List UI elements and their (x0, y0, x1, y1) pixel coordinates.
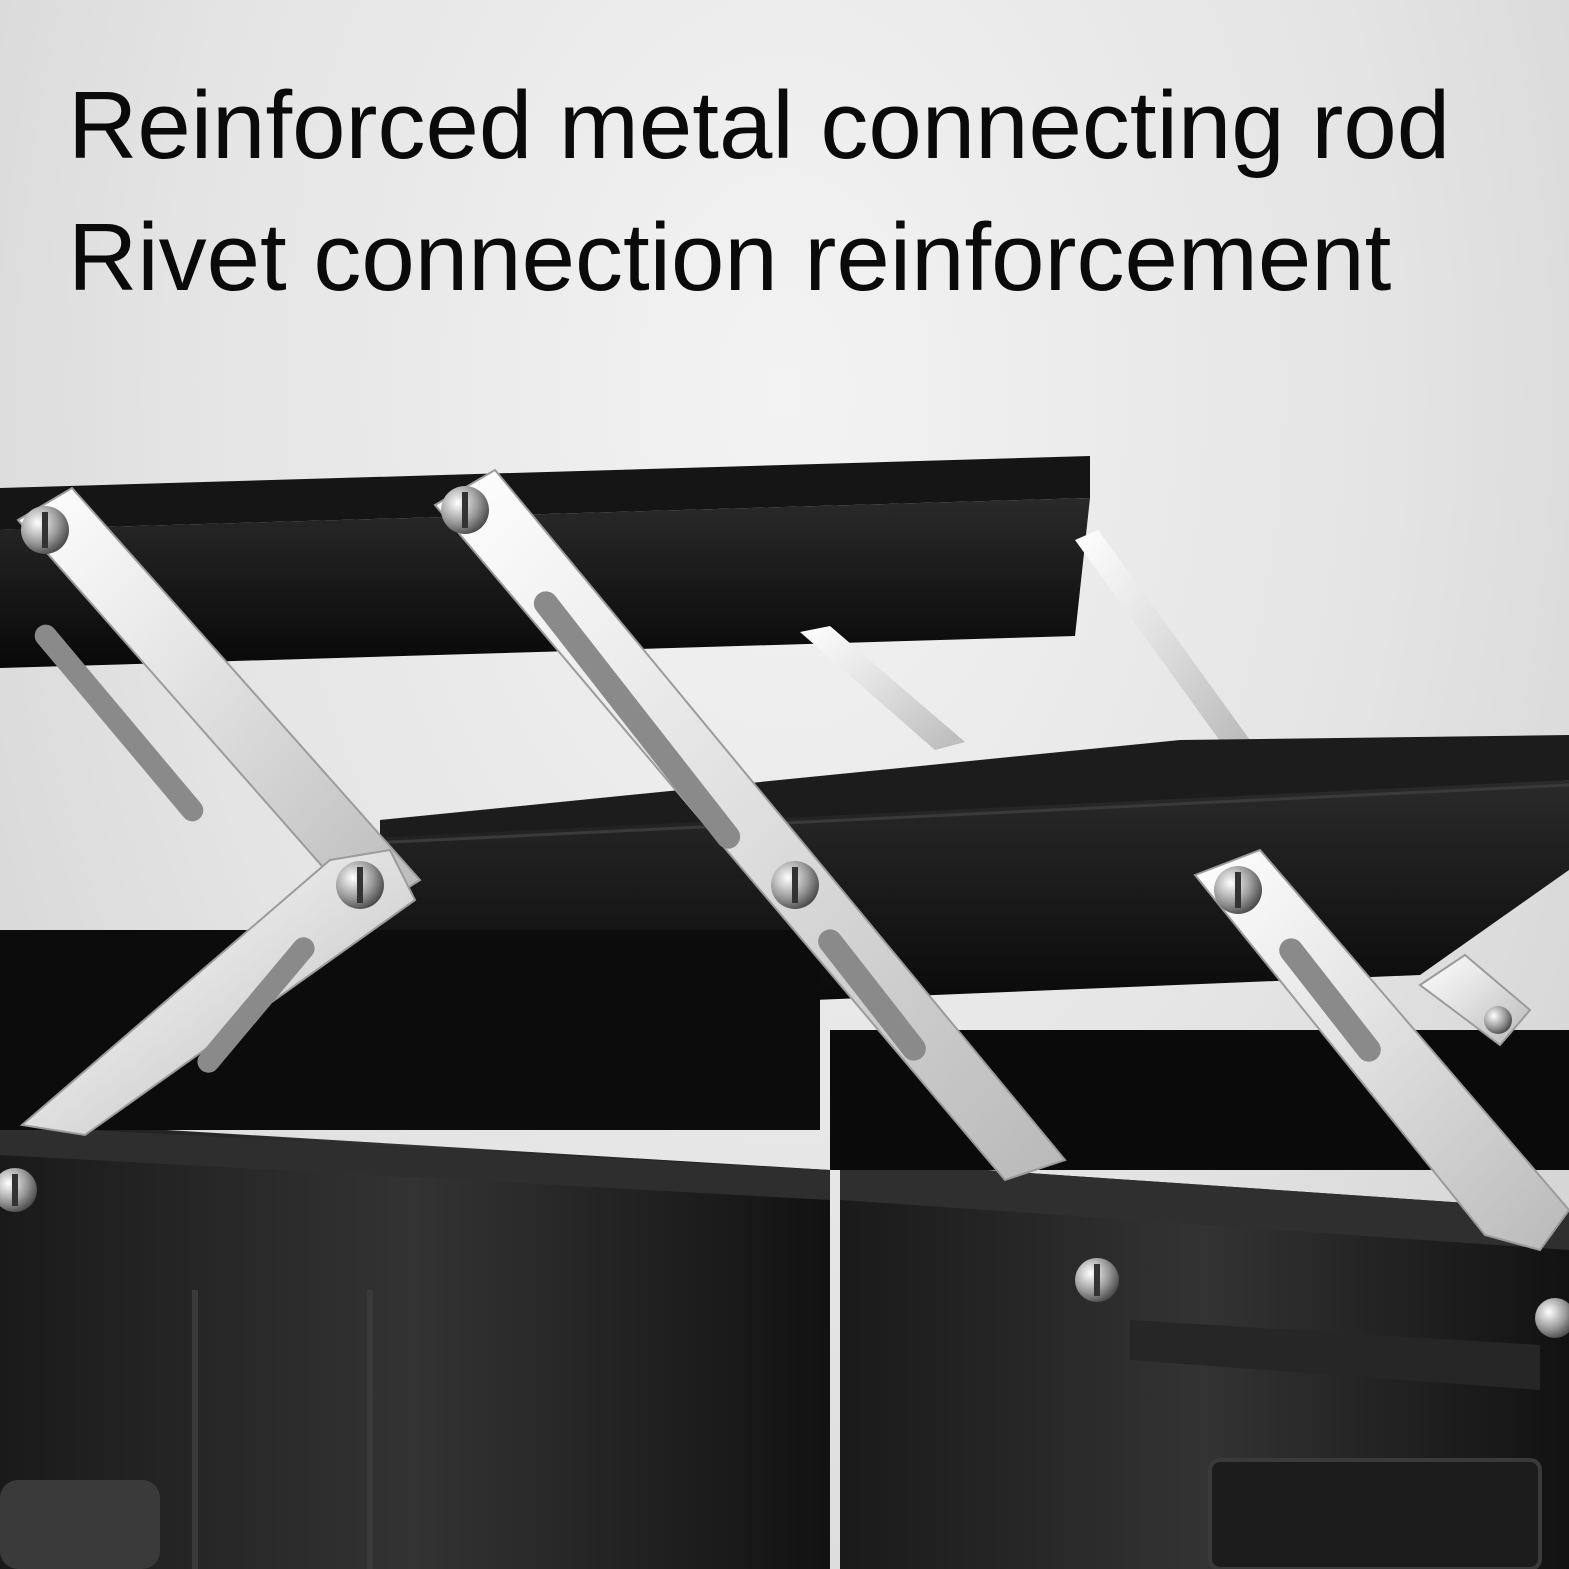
connecting-rod-left-lower (19, 848, 417, 1137)
rivet-icon (21, 506, 69, 554)
back-rod (800, 530, 1250, 750)
rivet-icon (1214, 866, 1262, 914)
connecting-rod-left-upper (16, 486, 422, 917)
rivet-icon (0, 1168, 37, 1212)
rivet-icon (771, 861, 819, 909)
rivet-icon (1535, 1298, 1569, 1338)
lower-box-right (830, 1030, 1569, 1569)
caption-line-1: Reinforced metal connecting rod (68, 72, 1451, 179)
rivet-icon (336, 861, 384, 909)
rivet-icon (1075, 1258, 1119, 1302)
rivet-icon (1484, 1006, 1512, 1034)
connecting-rod-center (433, 468, 1067, 1182)
caption-line-2: Rivet connection reinforcement (68, 204, 1392, 311)
lower-box-left (0, 930, 830, 1569)
rivet-icon (441, 486, 489, 534)
product-caption: Reinforced metal connecting rod Rivet co… (68, 60, 1528, 324)
